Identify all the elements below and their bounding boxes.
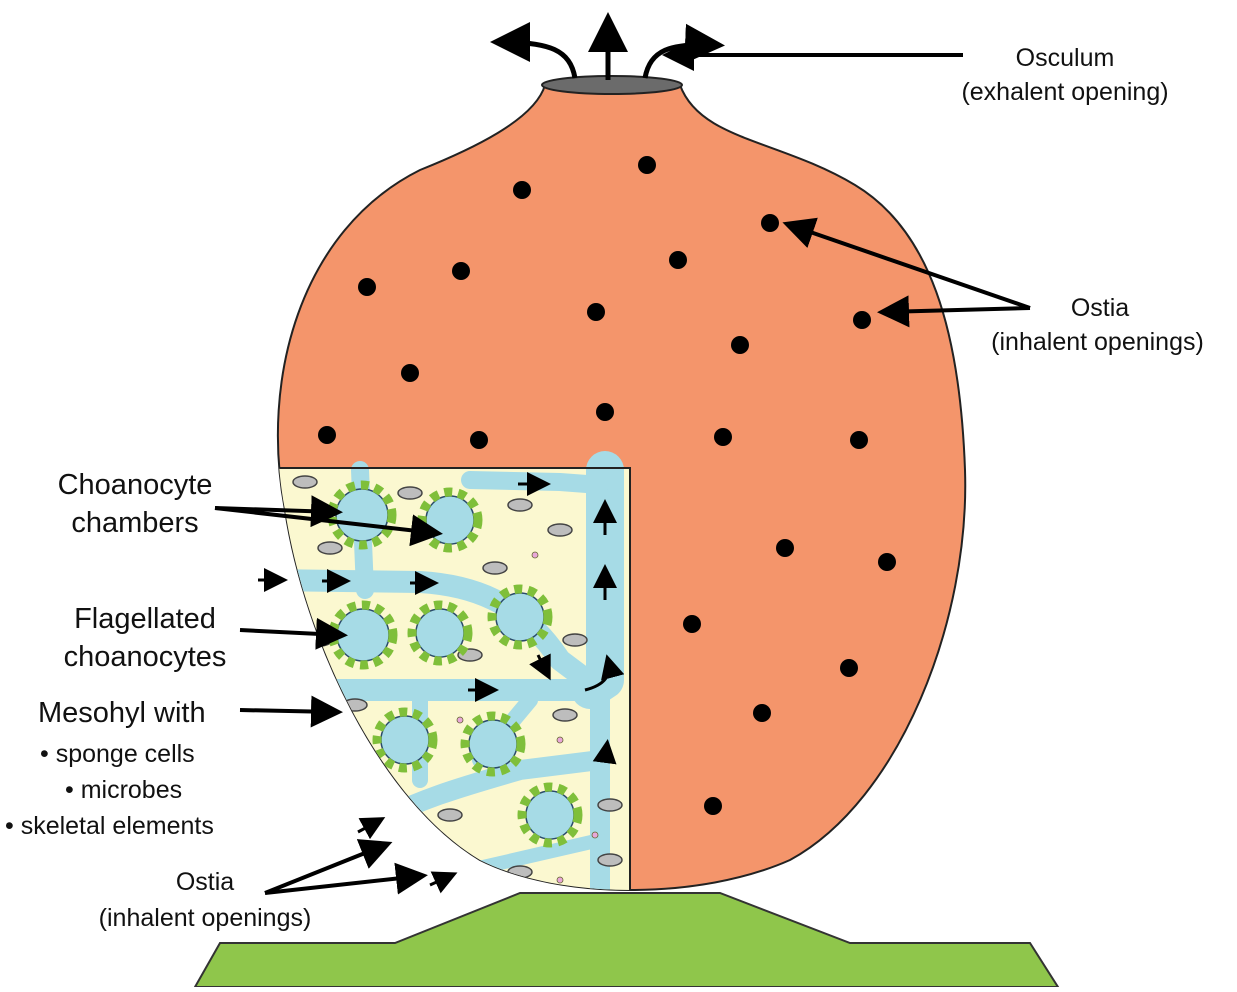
osculum-label: Osculum [960,42,1170,74]
ostia-bottom-sublabel: (inhalent openings) [70,902,340,934]
flagellated-choanocytes-label-line1: Flagellated [45,600,245,638]
mesohyl-bullet-sponge-cells: • sponge cells [40,738,195,770]
mesohyl-bullet-skeletal-elements: • skeletal elements [5,810,214,842]
mesohyl-pointer [240,710,335,712]
choanocyte-chambers-label-line2: chambers [30,504,240,542]
mesohyl-bullet-microbes: • microbes [65,774,182,806]
ostia-top-label: Ostia [985,292,1215,324]
osculum-sublabel: (exhalent opening) [930,76,1200,108]
mesohyl-label: Mesohyl with [38,694,206,732]
flagellated-choanocytes-label-line2: choanocytes [45,638,245,676]
choanocyte-chambers-label-line1: Choanocyte [30,466,240,504]
exhalent-flow-arrows [500,22,715,80]
cutaway-section [270,468,630,908]
ostia-top-sublabel: (inhalent openings) [965,326,1230,358]
ostia-bottom-label: Ostia [90,866,320,898]
osculum-opening [542,76,682,94]
